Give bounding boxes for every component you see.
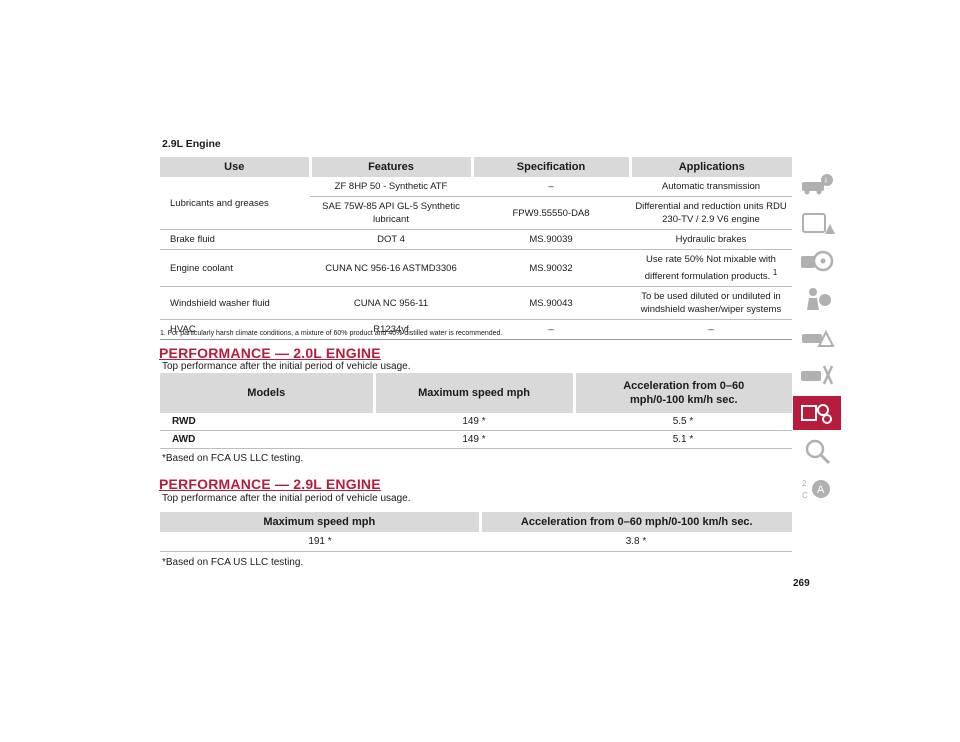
footnote: 1. For particularly harsh climate condit…: [160, 330, 503, 337]
search-magnifier-icon: [805, 439, 831, 464]
features-cell: CUNA NC 956-11: [310, 286, 472, 321]
table-row: Brake fluid DOT 4 MS.90039 Hydraulic bra…: [160, 229, 792, 250]
features-cell: CUNA NC 956-16 ASTMD3306: [310, 249, 472, 288]
features-cell: R1234yf: [310, 319, 472, 341]
alphabetical-index-icon: A 2C: [802, 479, 830, 500]
seatbelt-safety-icon: [807, 288, 831, 310]
section-label: 2.9L Engine: [162, 138, 221, 150]
svg-text:A: A: [817, 484, 825, 496]
column-header: Applications: [628, 157, 792, 177]
table-header-row: Use Features Specification Applications: [160, 157, 792, 177]
spec-cell: MS.90039: [472, 229, 630, 250]
car-maintenance-tools-icon: [801, 365, 834, 385]
app-cell: Use rate 50% Not mixable with different …: [630, 249, 792, 288]
speed-cell: 149 *: [374, 413, 574, 431]
svg-text:C: C: [802, 491, 808, 500]
speed-cell: 191 *: [160, 532, 480, 552]
chapter-tab-car-info[interactable]: i: [793, 168, 841, 202]
table-row: AWD 149 * 5.1 *: [160, 430, 792, 449]
accel-cell: 5.5 *: [574, 413, 792, 431]
model-cell: RWD: [160, 413, 374, 431]
footnote-ref: 1: [772, 268, 778, 277]
chapter-tab-technical-specs[interactable]: [793, 396, 841, 430]
section-subtitle: Top performance after the initial period…: [162, 493, 411, 504]
use-cell: Windshield washer fluid: [160, 286, 310, 321]
spec-cell: –: [472, 177, 630, 197]
use-cell: Engine coolant: [160, 249, 310, 288]
accel-cell: 3.8 *: [480, 532, 792, 552]
app-cell: Hydraulic brakes: [630, 229, 792, 250]
testing-note: *Based on FCA US LLC testing.: [162, 557, 304, 568]
spec-cell: –: [472, 319, 630, 341]
accel-cell: 5.1 *: [574, 430, 792, 449]
performance-29-table: Maximum speed mph Acceleration from 0–60…: [160, 512, 792, 552]
column-header: Features: [308, 157, 472, 177]
table-row: Lubricants and greases ZF 8HP 50 - Synth…: [160, 177, 792, 230]
section-subtitle: Top performance after the initial period…: [162, 361, 411, 372]
features-cell: SAE 75W-85 API GL-5 Synthetic lubricant: [310, 196, 472, 230]
chapter-tab-search[interactable]: [793, 434, 841, 468]
svg-text:i: i: [825, 176, 827, 185]
chapter-tab-driving[interactable]: [793, 244, 841, 278]
car-info-icon: i: [802, 174, 833, 195]
column-header: Specification: [470, 157, 630, 177]
app-cell: Differential and reduction units RDU 230…: [630, 196, 792, 230]
dashboard-warning-icon: [802, 213, 835, 234]
app-cell: –: [630, 319, 792, 341]
features-cell: ZF 8HP 50 - Synthetic ATF: [310, 177, 472, 197]
speed-cell: 149 *: [374, 430, 574, 449]
column-header: Models: [160, 373, 374, 413]
use-cell: Lubricants and greases: [160, 177, 310, 230]
column-header: Acceleration from 0–60 mph/0-100 km/h se…: [478, 512, 792, 532]
svg-text:2: 2: [802, 479, 807, 488]
chapter-tab-dashboard[interactable]: [793, 206, 841, 240]
spec-cell: MS.90032: [472, 249, 630, 288]
section-heading: PERFORMANCE — 2.0L ENGINE: [159, 345, 381, 361]
features-cell: DOT 4: [310, 229, 472, 250]
chapter-tab-maintenance[interactable]: [793, 358, 841, 392]
app-cell: To be used diluted or undiluted in winds…: [630, 286, 792, 321]
table-header-row: Models Maximum speed mph Acceleration fr…: [160, 373, 792, 413]
table-header-row: Maximum speed mph Acceleration from 0–60…: [160, 512, 792, 532]
page-number: 269: [793, 578, 810, 589]
column-header: Maximum speed mph: [160, 512, 480, 532]
table-row: RWD 149 * 5.5 *: [160, 413, 792, 431]
steering-wheel-icon: [801, 250, 834, 272]
use-cell: Brake fluid: [160, 229, 310, 250]
table-row: SAE 75W-85 API GL-5 Synthetic lubricant …: [160, 196, 792, 230]
table-row: HVAC R1234yf – –: [160, 319, 792, 341]
model-cell: AWD: [160, 430, 374, 449]
chapter-tab-safety[interactable]: [793, 282, 841, 316]
spec-cell: MS.90043: [472, 286, 630, 321]
fluids-table: Use Features Specification Applications …: [160, 157, 792, 341]
use-cell: HVAC: [160, 319, 310, 341]
performance-20-table: Models Maximum speed mph Acceleration fr…: [160, 373, 792, 449]
spec-cell: FPW9.55550-DA8: [472, 196, 630, 230]
table-row: Windshield washer fluid CUNA NC 956-11 M…: [160, 286, 792, 321]
section-heading: PERFORMANCE — 2.9L ENGINE: [159, 476, 381, 492]
column-header: Maximum speed mph: [372, 373, 574, 413]
table-row: Engine coolant CUNA NC 956-16 ASTMD3306 …: [160, 249, 792, 288]
testing-note: *Based on FCA US LLC testing.: [162, 453, 304, 464]
column-header: Acceleration from 0–60 mph/0-100 km/h se…: [572, 373, 792, 413]
technical-specs-gears-icon: [801, 404, 832, 424]
app-text: Use rate 50% Not mixable with different …: [644, 254, 776, 283]
chapter-tab-emergency[interactable]: [793, 320, 841, 354]
table-row: 191 * 3.8 *: [160, 532, 792, 552]
app-cell: Automatic transmission: [630, 177, 792, 197]
car-warning-triangle-icon: [802, 329, 835, 347]
column-header: Use: [160, 157, 310, 177]
